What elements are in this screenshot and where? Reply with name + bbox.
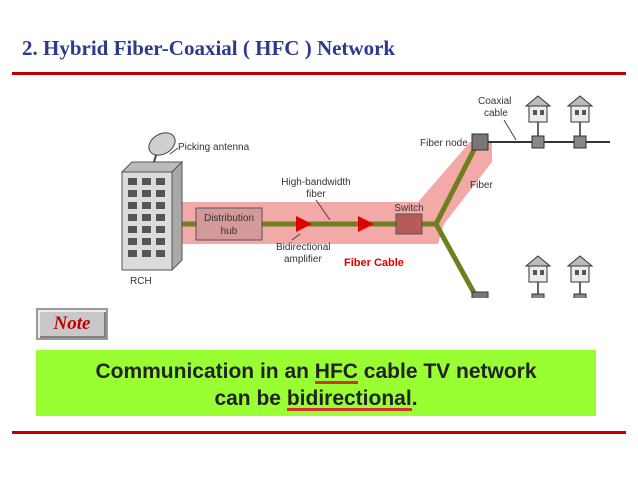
rch-window (128, 250, 137, 257)
rch-window (128, 238, 137, 245)
amplifier-icon-1 (296, 216, 312, 232)
high-bandwidth-fiber-label-line2: fiber (306, 189, 326, 200)
tap-lower-1 (531, 293, 545, 298)
coaxial-cable-label-line1: Coaxial (478, 96, 511, 107)
house-icon (566, 95, 594, 123)
message-box: Communication in an HFC cable TV network… (36, 350, 596, 416)
rch-window (142, 238, 151, 245)
amplifier-icon-2 (358, 216, 374, 232)
fiber-branch-lower (433, 222, 480, 298)
rch-window (128, 190, 137, 197)
fiber-highlight-branch (418, 142, 492, 244)
rch-window (156, 250, 165, 257)
rch-window (142, 226, 151, 233)
high-bandwidth-fiber-label-line1: High-bandwidth (281, 177, 351, 188)
rch-window (156, 214, 165, 221)
fiber-node-upper (471, 133, 489, 151)
satellite-antenna-icon (148, 132, 176, 163)
fiber-cable-label: Fiber Cable (344, 257, 404, 269)
message-text-3: can be (214, 387, 287, 410)
rch-window (142, 202, 151, 209)
rch-window (128, 178, 137, 185)
bidirectional-amplifier-label-line1: Bidirectional (276, 242, 330, 253)
house-icon (524, 95, 552, 123)
fiber-branch-upper (433, 140, 481, 226)
house-icon (524, 255, 552, 283)
message-text-2: cable TV network (357, 360, 537, 383)
rch-window (156, 202, 165, 209)
rch-window (142, 250, 151, 257)
message-text-1: Communication in an (95, 360, 315, 383)
bidirectional-amplifier-label-line2: amplifier (284, 254, 322, 265)
distribution-hub-label-line2: hub (221, 226, 238, 237)
message-line-1: Communication in an HFC cable TV network (36, 358, 596, 385)
slide-title: 2. Hybrid Fiber-Coaxial ( HFC ) Network (22, 36, 396, 60)
rch-window (156, 178, 165, 185)
distribution-hub-label-line1: Distribution (204, 213, 254, 224)
message-text-4: . (411, 387, 418, 410)
rch-window (128, 202, 137, 209)
bottom-divider (12, 431, 626, 434)
rch-window (128, 214, 137, 221)
rch-label: RCH (130, 276, 152, 287)
fiber-callout (315, 199, 331, 221)
rch-window (142, 190, 151, 197)
message-hfc-term: HFC (314, 360, 359, 384)
rch-window (156, 226, 165, 233)
distribution-hub (195, 207, 263, 241)
note-badge: Note (36, 308, 108, 340)
hfc-network-diagram: Picking antenna RCH Distribution hub Hig… (120, 95, 610, 298)
coaxial-callout (503, 119, 517, 141)
rch-windows (128, 178, 165, 257)
picking-antenna-label: Picking antenna (178, 142, 250, 153)
antenna-callout (169, 147, 179, 155)
amplifier-callout (291, 233, 301, 241)
message-bidirectional-term: bidirectional (286, 387, 412, 411)
rch-window (156, 238, 165, 245)
fiber-label: Fiber (470, 180, 493, 191)
rch-window (142, 214, 151, 221)
switch-label: Switch (394, 203, 423, 214)
tap-upper-1 (531, 135, 545, 149)
tap-upper-2 (573, 135, 587, 149)
message-line-2: can be bidirectional. (36, 385, 596, 412)
fiber-node-lower (471, 291, 489, 298)
switch-box (395, 213, 423, 235)
fiber-node-label: Fiber node (420, 138, 468, 149)
coaxial-cable-label-line2: cable (484, 108, 508, 119)
title-divider (12, 72, 626, 75)
rch-window (142, 178, 151, 185)
house-icon (566, 255, 594, 283)
rch-window (128, 226, 137, 233)
rch-window (156, 190, 165, 197)
tap-lower-2 (573, 293, 587, 298)
